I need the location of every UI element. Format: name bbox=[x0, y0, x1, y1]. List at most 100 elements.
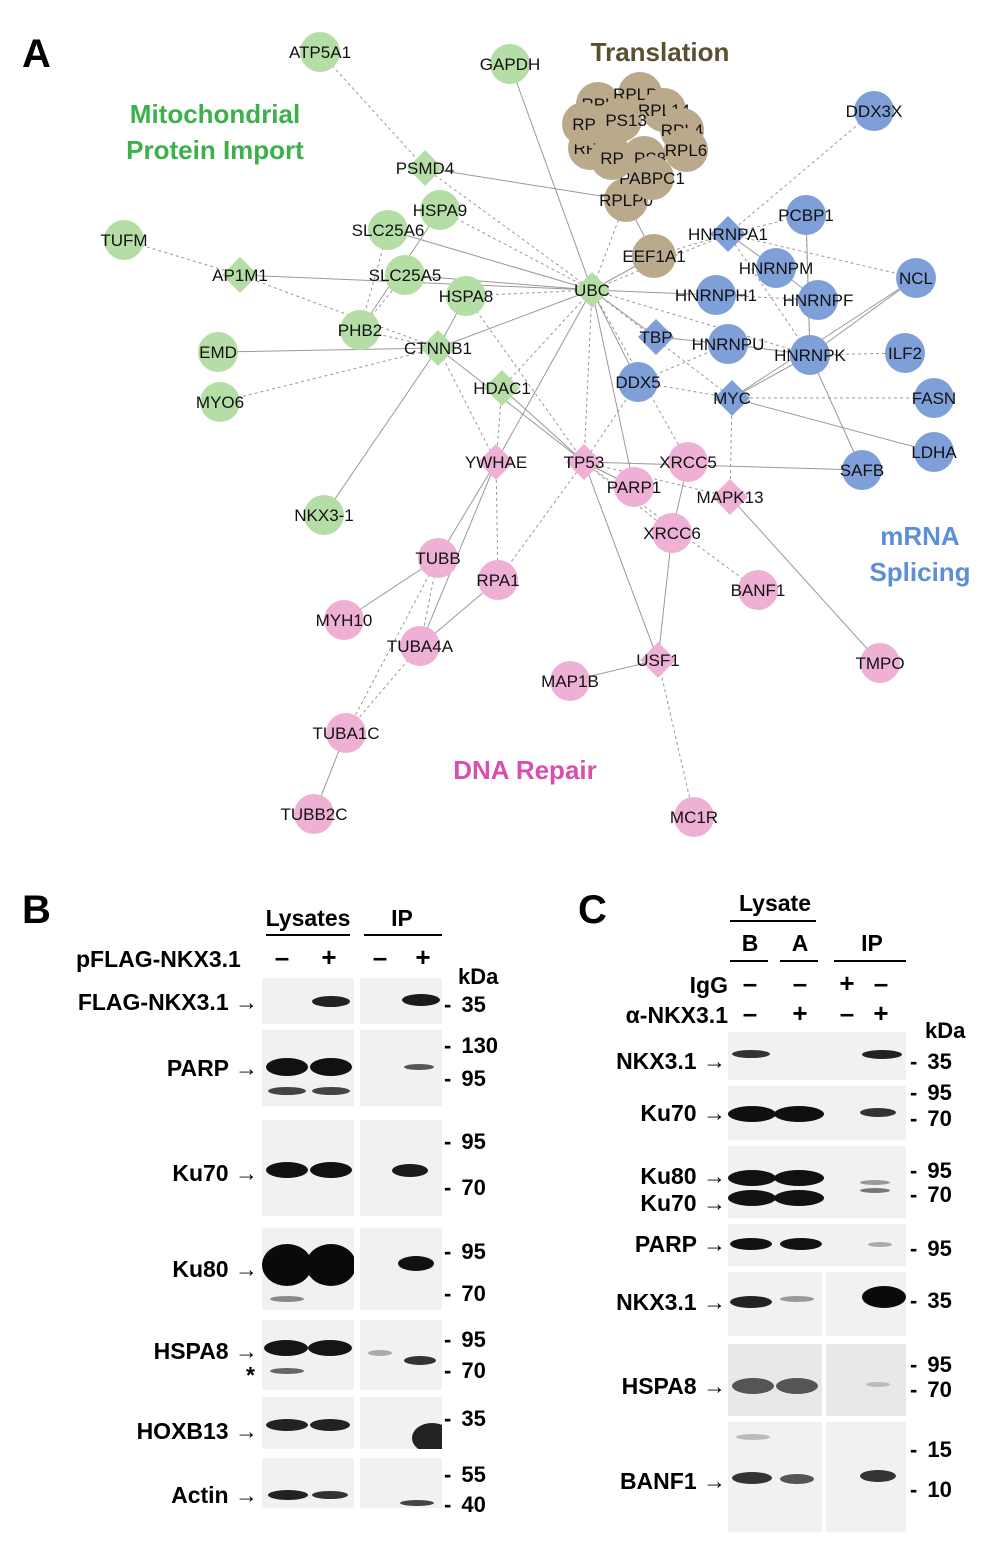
network-node: TP53 bbox=[564, 444, 604, 480]
node-shape bbox=[854, 91, 894, 131]
network-node: MAPK13 bbox=[696, 479, 764, 515]
blot-label: Ku80 → bbox=[172, 1256, 258, 1282]
kda-marker: 70 bbox=[444, 1281, 485, 1307]
network-edge bbox=[583, 461, 731, 498]
network-edge bbox=[437, 347, 585, 463]
network-edge bbox=[501, 289, 593, 389]
node-shape bbox=[200, 382, 240, 422]
node-label: EMD bbox=[199, 343, 237, 362]
cluster-label-translation: Translation bbox=[590, 37, 730, 67]
node-shape bbox=[714, 380, 750, 416]
blot-ip bbox=[360, 1397, 442, 1449]
network-edge bbox=[583, 461, 863, 471]
sign-c-igg-2: – bbox=[792, 968, 808, 998]
ip-header-c: IP bbox=[861, 930, 883, 956]
node-label: ATP5A1 bbox=[289, 43, 351, 62]
node-shape bbox=[478, 560, 518, 600]
network-node: HSPA8 bbox=[439, 276, 493, 316]
network-edge bbox=[591, 289, 811, 356]
network-edge bbox=[345, 557, 439, 734]
network-node: RPL6 bbox=[664, 128, 708, 172]
kda-marker: 95 bbox=[444, 1129, 485, 1155]
node-label: TUBA4A bbox=[387, 637, 454, 656]
kda-marker: 70 bbox=[444, 1175, 485, 1201]
node-label: RP bbox=[572, 115, 596, 134]
network-node: HNRNPK bbox=[774, 335, 847, 375]
network-node: SLC25A6 bbox=[352, 210, 424, 250]
blot-lysate bbox=[262, 1320, 354, 1390]
panel-b-letter: B bbox=[22, 888, 51, 932]
node-label: TMPO bbox=[855, 654, 904, 673]
node-shape bbox=[885, 333, 925, 373]
node-label: XRCC6 bbox=[643, 524, 701, 543]
ip-underline-c bbox=[834, 960, 906, 962]
network-node: FASN bbox=[912, 378, 956, 418]
node-shape bbox=[614, 467, 654, 507]
blot-label: Ku70 → bbox=[640, 1100, 726, 1126]
cluster-label-mitochondrial: Mitochondrial Protein Import bbox=[126, 99, 304, 165]
kda-marker: 70 bbox=[910, 1182, 951, 1208]
network-edge bbox=[583, 461, 659, 661]
node-label: HNRNPU bbox=[692, 335, 765, 354]
kda-marker: 35 bbox=[910, 1049, 951, 1075]
kda-marker: 95 bbox=[910, 1080, 951, 1106]
kda-marker: 35 bbox=[910, 1288, 951, 1314]
sign-b-4: + bbox=[415, 942, 431, 972]
kda-marker: 130 bbox=[444, 1033, 498, 1059]
network-node: EMD bbox=[198, 332, 238, 372]
network-node: MYO6 bbox=[196, 382, 244, 422]
node-shape bbox=[842, 450, 882, 490]
ip-header: IP bbox=[391, 905, 413, 931]
node-label: HNRNPK bbox=[774, 346, 846, 365]
blot-ip bbox=[360, 1458, 442, 1508]
network-edge bbox=[727, 233, 917, 279]
network-edge bbox=[657, 659, 695, 818]
blot-ip bbox=[360, 1120, 442, 1216]
network-node: TUBA4A bbox=[387, 626, 454, 666]
network-edge bbox=[419, 461, 497, 647]
node-shape bbox=[896, 258, 936, 298]
network-edge bbox=[323, 347, 439, 516]
network-node: HNRNPM bbox=[739, 248, 813, 288]
node-shape bbox=[478, 444, 514, 480]
node-label: PABPC1 bbox=[619, 169, 685, 188]
blot-lysate bbox=[262, 978, 354, 1024]
network-edge bbox=[809, 277, 917, 356]
lysates-underline bbox=[266, 934, 350, 936]
ip-underline bbox=[364, 934, 442, 936]
blot-c-ip bbox=[826, 1422, 906, 1532]
network-node: RP bbox=[590, 136, 634, 180]
lane-a-underline bbox=[780, 960, 818, 962]
node-label: RPL6 bbox=[665, 141, 708, 160]
node-shape bbox=[418, 538, 458, 578]
treatment-label-igg: IgG bbox=[689, 972, 728, 998]
treatment-label-anti-nkx: α-NKX3.1 bbox=[625, 1002, 728, 1028]
sign-c-ab-3: – bbox=[839, 998, 855, 1028]
network-node: PHB2 bbox=[338, 310, 382, 350]
network-node: SLC25A5 bbox=[369, 255, 442, 295]
node-label: YWHAE bbox=[465, 453, 527, 472]
node-label: DDX5 bbox=[615, 373, 660, 392]
network-edge bbox=[219, 347, 439, 403]
network-node: DDX3X bbox=[846, 91, 902, 131]
node-shape bbox=[420, 190, 460, 230]
kda-marker: 95 bbox=[910, 1352, 951, 1378]
node-shape bbox=[385, 255, 425, 295]
treatment-label: pFLAG-NKX3.1 bbox=[76, 946, 241, 972]
network-edge bbox=[731, 277, 917, 399]
blot-label: HSPA8 → bbox=[153, 1338, 258, 1364]
network-edge bbox=[509, 63, 593, 291]
network-edge bbox=[387, 229, 593, 291]
blot-label: Ku70 → bbox=[172, 1160, 258, 1186]
network-node: HSPA9 bbox=[413, 190, 467, 230]
node-shape bbox=[598, 98, 642, 142]
node-label: TUBA1C bbox=[312, 724, 379, 743]
network-edge bbox=[123, 239, 241, 276]
node-shape bbox=[222, 257, 258, 293]
kda-header-b: kDa bbox=[458, 964, 499, 989]
node-label: TUFM bbox=[100, 231, 147, 250]
network-edge bbox=[591, 289, 717, 296]
node-label: SLC25A5 bbox=[369, 266, 442, 285]
node-label: RP bbox=[600, 149, 624, 168]
